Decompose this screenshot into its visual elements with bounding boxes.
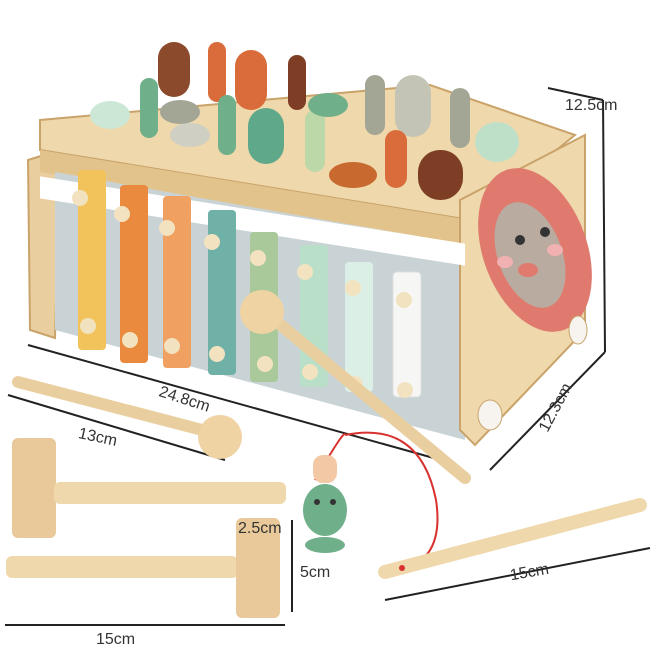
- width-line: [27, 344, 449, 463]
- mallet-icon: [240, 290, 471, 484]
- magnet-fish-icon: [303, 431, 439, 571]
- height-line-top: [547, 87, 604, 101]
- dimension-lines: [5, 87, 651, 626]
- loose-mallet-icon: [12, 376, 242, 459]
- hammer-head-label: 2.5cm: [238, 520, 282, 537]
- hammer-icon: [12, 438, 286, 538]
- rod-line: [384, 547, 651, 601]
- height-line: [602, 99, 606, 353]
- pegs: [90, 42, 519, 200]
- lion-face-icon: [477, 168, 592, 431]
- xylophone-icon: [40, 170, 465, 398]
- mallet-line: [7, 394, 226, 461]
- fish-height-label: 5cm: [300, 564, 331, 581]
- hammer-length-label: 15cm: [96, 631, 136, 648]
- hammer-icon-2: [6, 518, 280, 618]
- fishing-rod-icon: [378, 498, 647, 579]
- depth-line: [489, 351, 606, 471]
- height-label: 12.5cm: [565, 97, 618, 114]
